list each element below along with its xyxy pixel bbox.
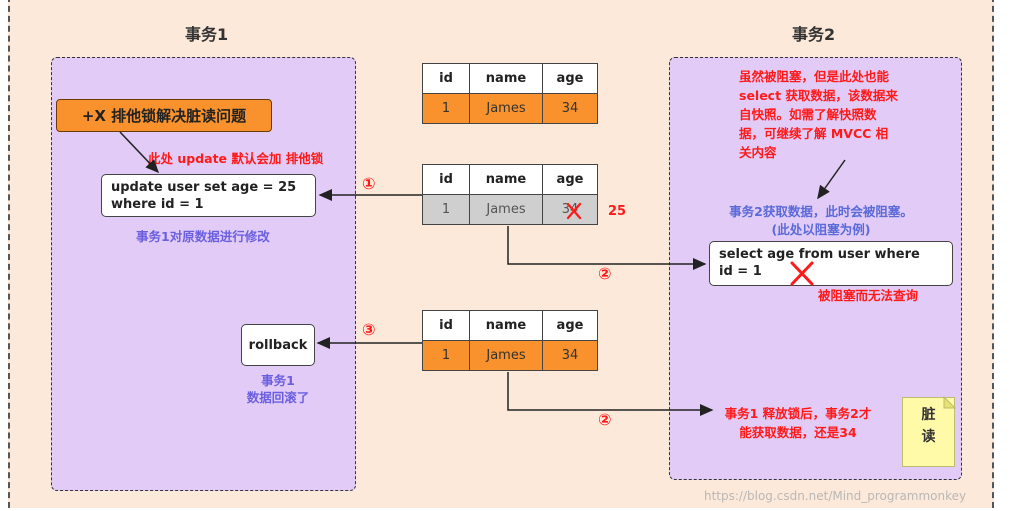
- header-id: id: [422, 63, 470, 94]
- header-name: name: [469, 310, 543, 341]
- blocked-caption-line2: (此处以阻塞为例): [771, 222, 871, 237]
- release-note-line2: 能获取数据，还是34: [739, 425, 857, 440]
- transaction2-title: 事务2: [792, 25, 836, 44]
- mvcc-arrow: [817, 159, 846, 200]
- data-table-rolled-back: id name age 1 James 34: [422, 310, 598, 371]
- mvcc-note-line: 据，可继续了解 MVCC 相: [739, 126, 889, 141]
- rollback-caption: 事务1 数据回滚了: [238, 372, 318, 406]
- header-name: name: [469, 164, 543, 195]
- release-note: 事务1 释放锁后，事务2才 能获取数据，还是34: [718, 404, 878, 442]
- mvcc-note: 虽然被阻塞，但是此处也能 select 获取数据，该数据来 自快照。如需了解快照…: [739, 67, 898, 162]
- header-age: age: [542, 63, 598, 94]
- blocked-label: 被阻塞而无法查询: [818, 288, 919, 303]
- blocked-caption: 事务2获取数据，此时会被阻塞。 (此处以阻塞为例): [702, 203, 940, 239]
- update-lock-note: 此处 update 默认会加 排他锁: [148, 151, 324, 166]
- rollback-caption-line2: 数据回滚了: [246, 390, 310, 405]
- badge-arrow: [119, 131, 160, 174]
- blocked-caption-line1: 事务2获取数据，此时会被阻塞。: [729, 204, 913, 219]
- header-name: name: [469, 63, 543, 94]
- mvcc-note-line: 关内容: [739, 145, 777, 160]
- select-sql-box: select age from user where id = 1: [709, 241, 953, 286]
- header-id: id: [422, 310, 470, 341]
- rollback-caption-line1: 事务1: [261, 373, 295, 388]
- release-arrow: [507, 372, 714, 416]
- watermark: https://blog.csdn.net/Mind_programmonkey: [704, 489, 967, 503]
- modify-caption: 事务1对原数据进行修改: [136, 229, 270, 244]
- cell-name: James: [469, 340, 543, 371]
- update-sql-line2: where id = 1: [111, 197, 204, 212]
- sticky-line1: 脏: [921, 407, 936, 423]
- release-note-line1: 事务1 释放锁后，事务2才: [724, 406, 872, 421]
- step2-arrow: [507, 226, 707, 270]
- rollback-box: rollback: [241, 324, 315, 366]
- exclusive-lock-badge: +X 排他锁解决脏读问题: [56, 99, 272, 132]
- new-age-value: 25: [608, 204, 627, 219]
- data-table-initial: id name age 1 James 34: [422, 63, 598, 124]
- mvcc-note-line: select 获取数据，该数据来: [739, 88, 898, 103]
- cell-age: 34: [542, 93, 598, 124]
- cell-age: 34: [542, 340, 598, 371]
- mvcc-note-line: 虽然被阻塞，但是此处也能: [739, 69, 890, 84]
- header-age: age: [542, 310, 598, 341]
- data-table-locked: id name age 1 James 34: [422, 164, 598, 225]
- blocked-cross-icon: [790, 261, 814, 286]
- cell-name: James: [469, 93, 543, 124]
- sticky-corner: [943, 395, 957, 409]
- step-2-marker: ②: [598, 264, 612, 283]
- age-cross-icon: [566, 202, 582, 220]
- rollback-label: rollback: [248, 337, 308, 353]
- dirty-read-sticky-note: 脏 读: [902, 397, 955, 467]
- transaction1-title: 事务1: [185, 25, 229, 44]
- update-sql-box: update user set age = 25 where id = 1: [101, 174, 316, 217]
- step-2-marker-release: ②: [598, 410, 612, 429]
- cell-age: 34: [542, 194, 598, 225]
- cell-id: 1: [422, 93, 470, 124]
- select-sql-line1: select age from user where: [719, 247, 920, 262]
- select-sql-line2: id = 1: [719, 264, 762, 279]
- update-sql-line1: update user set age = 25: [111, 180, 297, 195]
- step-3-marker: ③: [362, 320, 376, 339]
- mvcc-note-line: 自快照。如需了解快照数: [739, 107, 877, 122]
- header-id: id: [422, 164, 470, 195]
- sticky-line2: 读: [921, 429, 936, 445]
- step-1-marker: ①: [362, 174, 376, 193]
